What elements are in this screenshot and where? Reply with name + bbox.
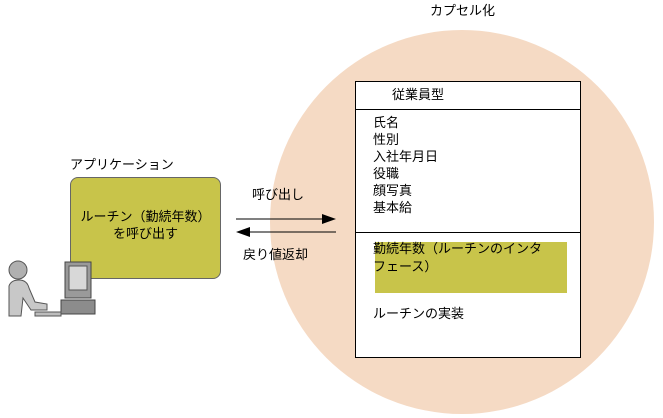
- call-arrow: [236, 214, 336, 224]
- attribute-item: 顔写真: [373, 184, 413, 199]
- implementation-label: ルーチンの実装: [373, 307, 465, 322]
- class-title: 従業員型: [392, 88, 445, 103]
- application-box: [70, 177, 221, 279]
- class-divider-top: [356, 109, 580, 110]
- call-label: 呼び出し: [252, 188, 305, 203]
- attribute-item: 基本給: [373, 201, 413, 216]
- return-arrow: [236, 227, 336, 237]
- attribute-item: 性別: [373, 133, 400, 148]
- attribute-item: 役職: [373, 167, 400, 182]
- interface-box: [375, 242, 567, 293]
- user-at-computer-icon: [8, 260, 96, 317]
- class-divider-bottom: [356, 232, 580, 233]
- capsule-label: カプセル化: [430, 4, 496, 19]
- attribute-item: 入社年月日: [373, 150, 439, 165]
- return-label: 戻り値返却: [243, 248, 309, 263]
- app-box-line2: を呼び出す: [112, 227, 178, 242]
- interface-text-line1: 勤続年数（ルーチンのインタ: [373, 242, 543, 257]
- attribute-item: 氏名: [373, 116, 400, 131]
- employee-class-box: [355, 81, 581, 358]
- app-label: アプリケーション: [70, 158, 174, 173]
- interface-text-line2: フェース）: [373, 260, 438, 275]
- app-box-line1: ルーチン（勤続年数）: [80, 210, 211, 225]
